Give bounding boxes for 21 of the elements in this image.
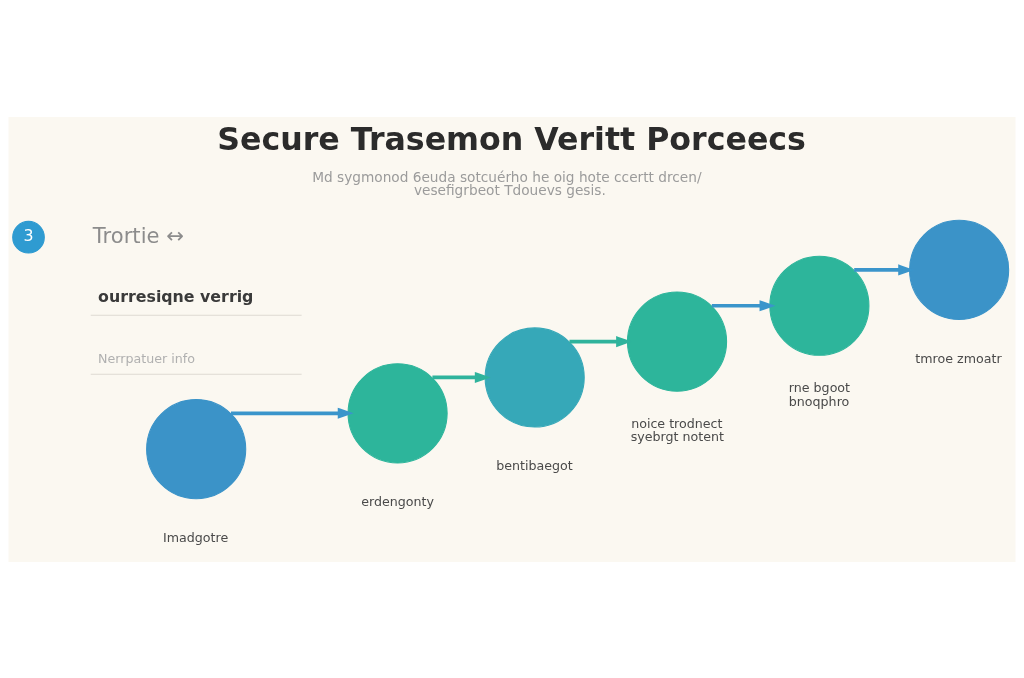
arrow (432, 371, 491, 383)
node-label: rne bgoot bnoqphro (788, 379, 851, 409)
arrow (711, 299, 776, 311)
node-label: bentibaegot (496, 457, 573, 473)
node-circle (909, 219, 1010, 320)
node-circle (347, 362, 448, 463)
node-circle (484, 326, 585, 428)
node-circle (769, 255, 870, 356)
node-label: tmroe zmoatr (915, 350, 1002, 366)
node-circle (146, 398, 247, 499)
diagram-title: Secure Trasemon Veritt Porceecs (217, 120, 806, 157)
caption: Md sygmonod 6euda sotcuérho he oig hote ccertt drcen/ vesefigrbeot Tdouevs gesis. (312, 168, 702, 198)
node-circle (626, 291, 728, 392)
node-label: erdengonty (361, 493, 434, 509)
arrow (231, 407, 354, 419)
node-label: noice trodnect syebrgt notent (630, 415, 724, 444)
node-label: Trortie ↔ (92, 221, 184, 247)
node-circle: 3 (12, 220, 45, 254)
node-label: Imadgotre (162, 529, 229, 545)
label: ourresiqne verrig (98, 286, 254, 306)
label: Nerrpatuer info (98, 350, 195, 366)
